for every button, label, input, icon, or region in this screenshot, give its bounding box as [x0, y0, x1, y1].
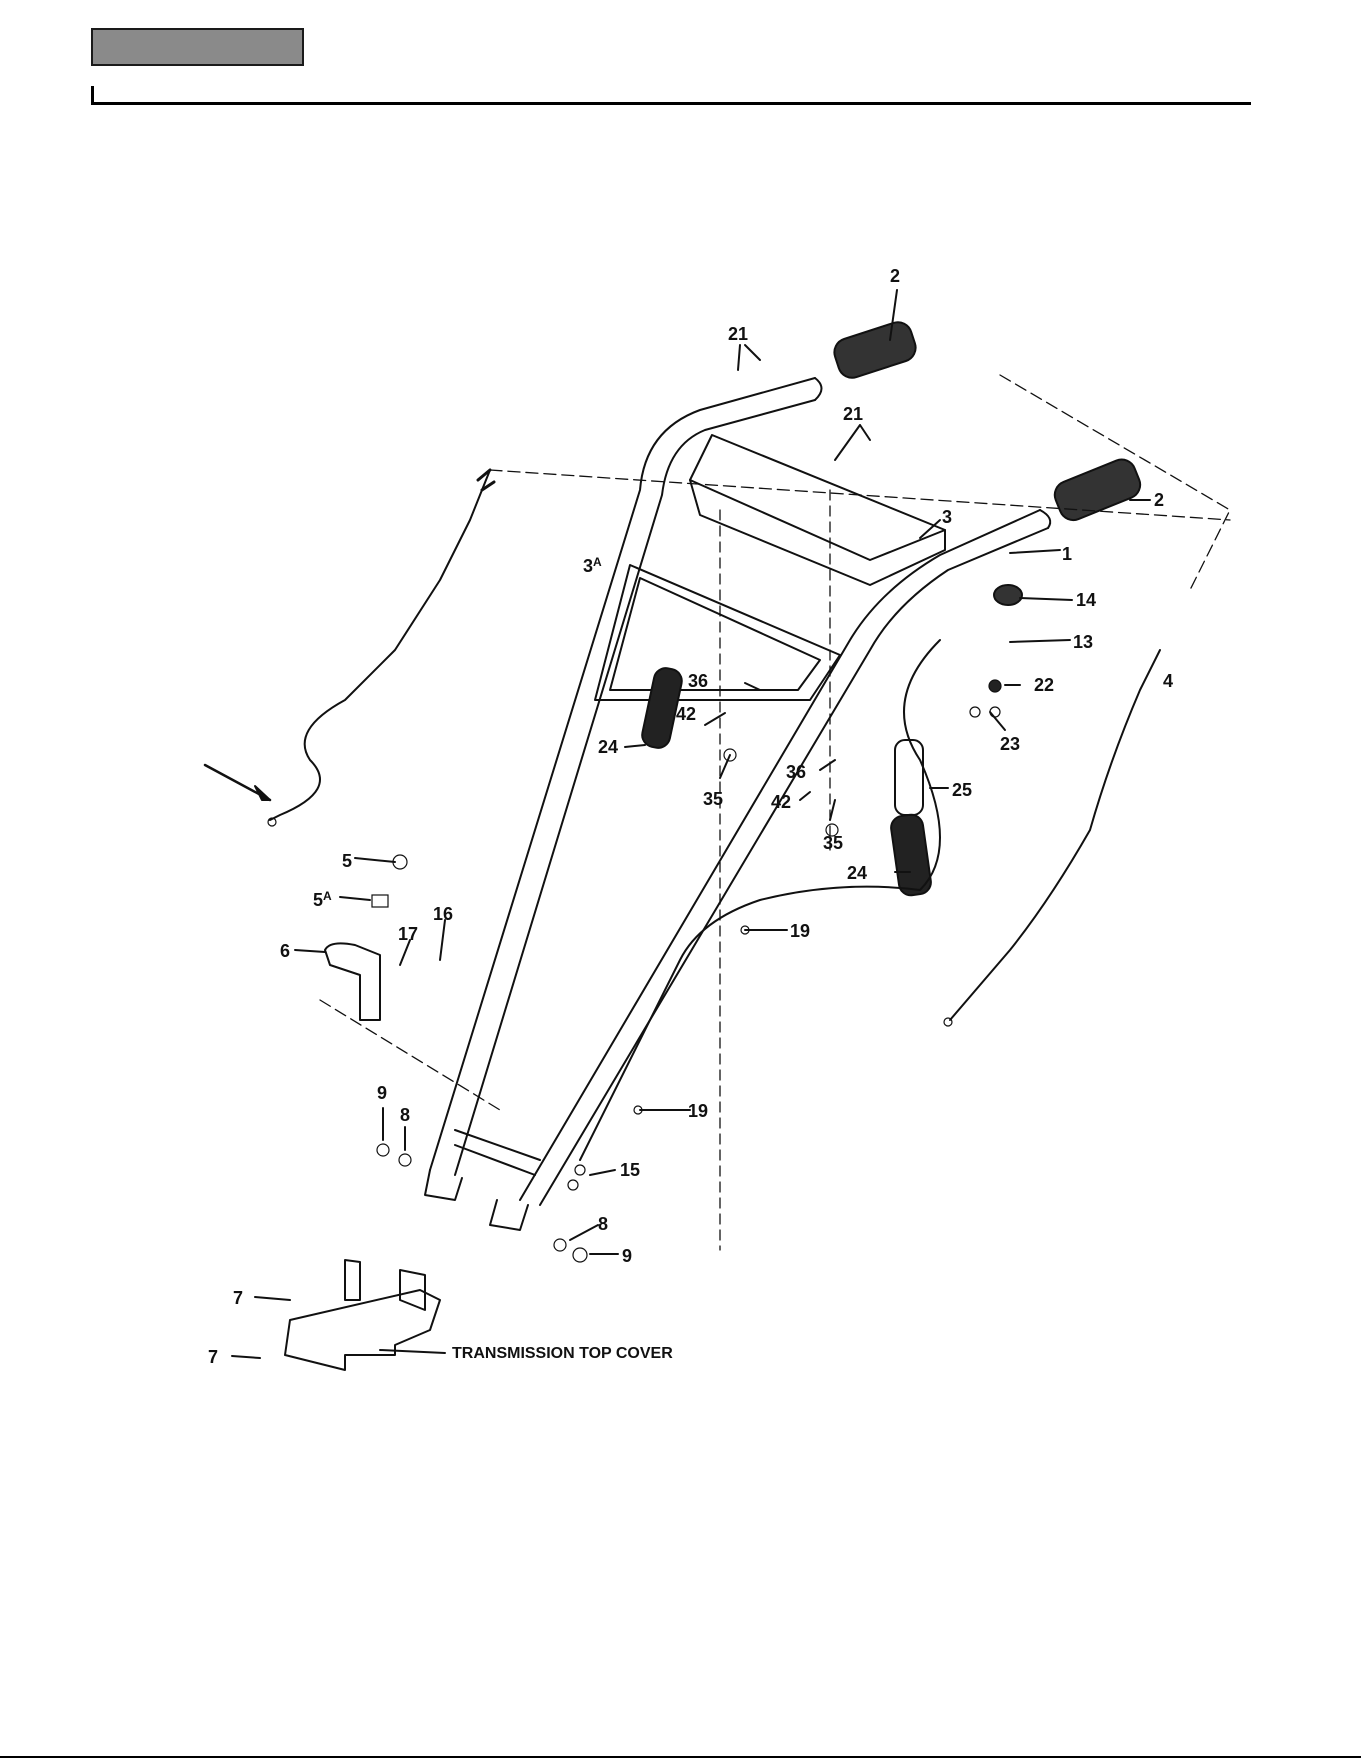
leader-23 [990, 712, 1005, 730]
callout-15: 15 [620, 1160, 640, 1180]
callout-42a: 42 [676, 704, 696, 724]
callout-7b: 7 [208, 1347, 218, 1367]
callout-36b: 36 [786, 762, 806, 782]
callout-3a: 3A [583, 555, 602, 576]
leader-caption [380, 1350, 445, 1353]
callout-5a-number: 5 [313, 890, 323, 910]
callout-8b: 8 [598, 1214, 608, 1234]
leader-1 [1010, 550, 1060, 553]
nut-23b [990, 707, 1000, 717]
nut-9b [573, 1248, 587, 1262]
leader-21b [835, 425, 870, 460]
transmission-cover [285, 1290, 440, 1370]
washer-8a [399, 1154, 411, 1166]
transmission-cover-tab-left [345, 1260, 360, 1300]
cross-brace [455, 1130, 540, 1160]
leader-36a [745, 683, 760, 690]
callout-5: 5 [342, 851, 352, 871]
handle-left-tube [430, 378, 815, 1170]
leader-35b [830, 800, 835, 820]
callout-35b: 35 [823, 833, 843, 853]
callout-2b: 2 [1154, 490, 1164, 510]
leader-7b [232, 1356, 260, 1358]
leader-14 [1020, 598, 1072, 600]
callout-3a-number: 3 [583, 556, 593, 576]
callout-5a: 5A [313, 889, 332, 910]
callout-42b: 42 [771, 792, 791, 812]
callout-9b: 9 [622, 1246, 632, 1266]
callout-19a: 19 [790, 921, 810, 941]
callout-35a: 35 [703, 789, 723, 809]
callout-7a: 7 [233, 1288, 243, 1308]
bail-grip-25 [895, 740, 923, 815]
right-bracket [490, 1200, 528, 1230]
handle-left-tube-inner [455, 400, 815, 1175]
leader-8b [570, 1225, 598, 1240]
cable-eye-4 [944, 1018, 952, 1026]
left-tube-end [815, 378, 822, 400]
handle-right-tube-inner [540, 528, 1048, 1205]
callout-3: 3 [942, 507, 952, 527]
callout-16: 16 [433, 904, 453, 924]
callout-24b: 24 [847, 863, 867, 883]
callout-3a-sup: A [593, 555, 602, 569]
leader-42b [800, 792, 810, 800]
cross-brace-2 [455, 1145, 535, 1175]
callout-17: 17 [398, 924, 418, 944]
callout-6: 6 [280, 941, 290, 961]
leader-36b [820, 760, 835, 770]
leader-16 [440, 920, 445, 960]
callout-4: 4 [1163, 671, 1173, 691]
callout-1: 1 [1062, 544, 1072, 564]
throttle-knob [994, 585, 1022, 605]
callout-22: 22 [1034, 675, 1054, 695]
leader-13 [1010, 640, 1070, 642]
cable-long [580, 640, 940, 1160]
nut-15b [568, 1180, 578, 1190]
alignment-line-3 [320, 1000, 500, 1110]
transmission-top-cover-label: TRANSMISSION TOP COVER [452, 1345, 673, 1362]
leader-5 [355, 858, 395, 862]
callout-13: 13 [1073, 632, 1093, 652]
nut-22 [989, 680, 1001, 692]
callout-36a: 36 [688, 671, 708, 691]
callout-8a: 8 [400, 1105, 410, 1125]
footer-rule [0, 1756, 1361, 1758]
callout-14: 14 [1076, 590, 1096, 610]
callout-2a: 2 [890, 266, 900, 286]
callout-21a: 21 [728, 324, 748, 344]
callout-24a: 24 [598, 737, 618, 757]
leader-15 [590, 1170, 615, 1175]
control-panel [690, 435, 945, 585]
nut-23a [970, 707, 980, 717]
callout-5a-sup: A [323, 889, 332, 903]
callout-25: 25 [952, 780, 972, 800]
right-tube-end [1040, 510, 1050, 528]
cable-left [270, 470, 490, 820]
callout-21b: 21 [843, 404, 863, 424]
panel-3a [595, 565, 840, 700]
leader-5a [340, 897, 370, 900]
bracket-6 [325, 943, 380, 1020]
leader-6 [295, 950, 325, 952]
handle-right-tube [520, 510, 1040, 1200]
hand-grip-right [1051, 455, 1145, 524]
nut-9a [377, 1144, 389, 1156]
callout-9a: 9 [377, 1083, 387, 1103]
cable-4 [950, 650, 1160, 1020]
hand-grip-top [831, 319, 919, 382]
leader-7a [255, 1297, 290, 1300]
spacer-5a [372, 895, 388, 907]
leader-21a [738, 345, 760, 370]
leader-42a [705, 713, 725, 725]
washer-8b [554, 1239, 566, 1251]
leader-24a [625, 745, 645, 747]
left-bracket [425, 1170, 462, 1200]
callout-23: 23 [1000, 734, 1020, 754]
nut-15a [575, 1165, 585, 1175]
callout-19b: 19 [688, 1101, 708, 1121]
